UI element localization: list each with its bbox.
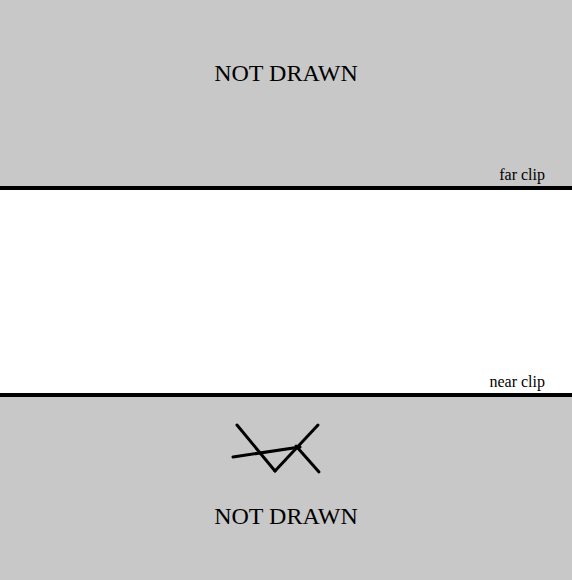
clip-plane-label: near clip	[489, 373, 545, 391]
far-region	[0, 0, 572, 188]
region-label: NOT DRAWN	[0, 60, 572, 87]
clip-region: NOT DRAWN	[0, 0, 572, 186]
viewer-symbol	[233, 425, 319, 472]
clip-region: NOT DRAWN	[0, 397, 572, 580]
near-region	[0, 395, 572, 580]
region-label: NOT DRAWN	[0, 503, 572, 530]
clip-plane-label: far clip	[499, 166, 545, 184]
far-clip-line	[0, 186, 572, 190]
near-clip-line	[0, 393, 572, 397]
